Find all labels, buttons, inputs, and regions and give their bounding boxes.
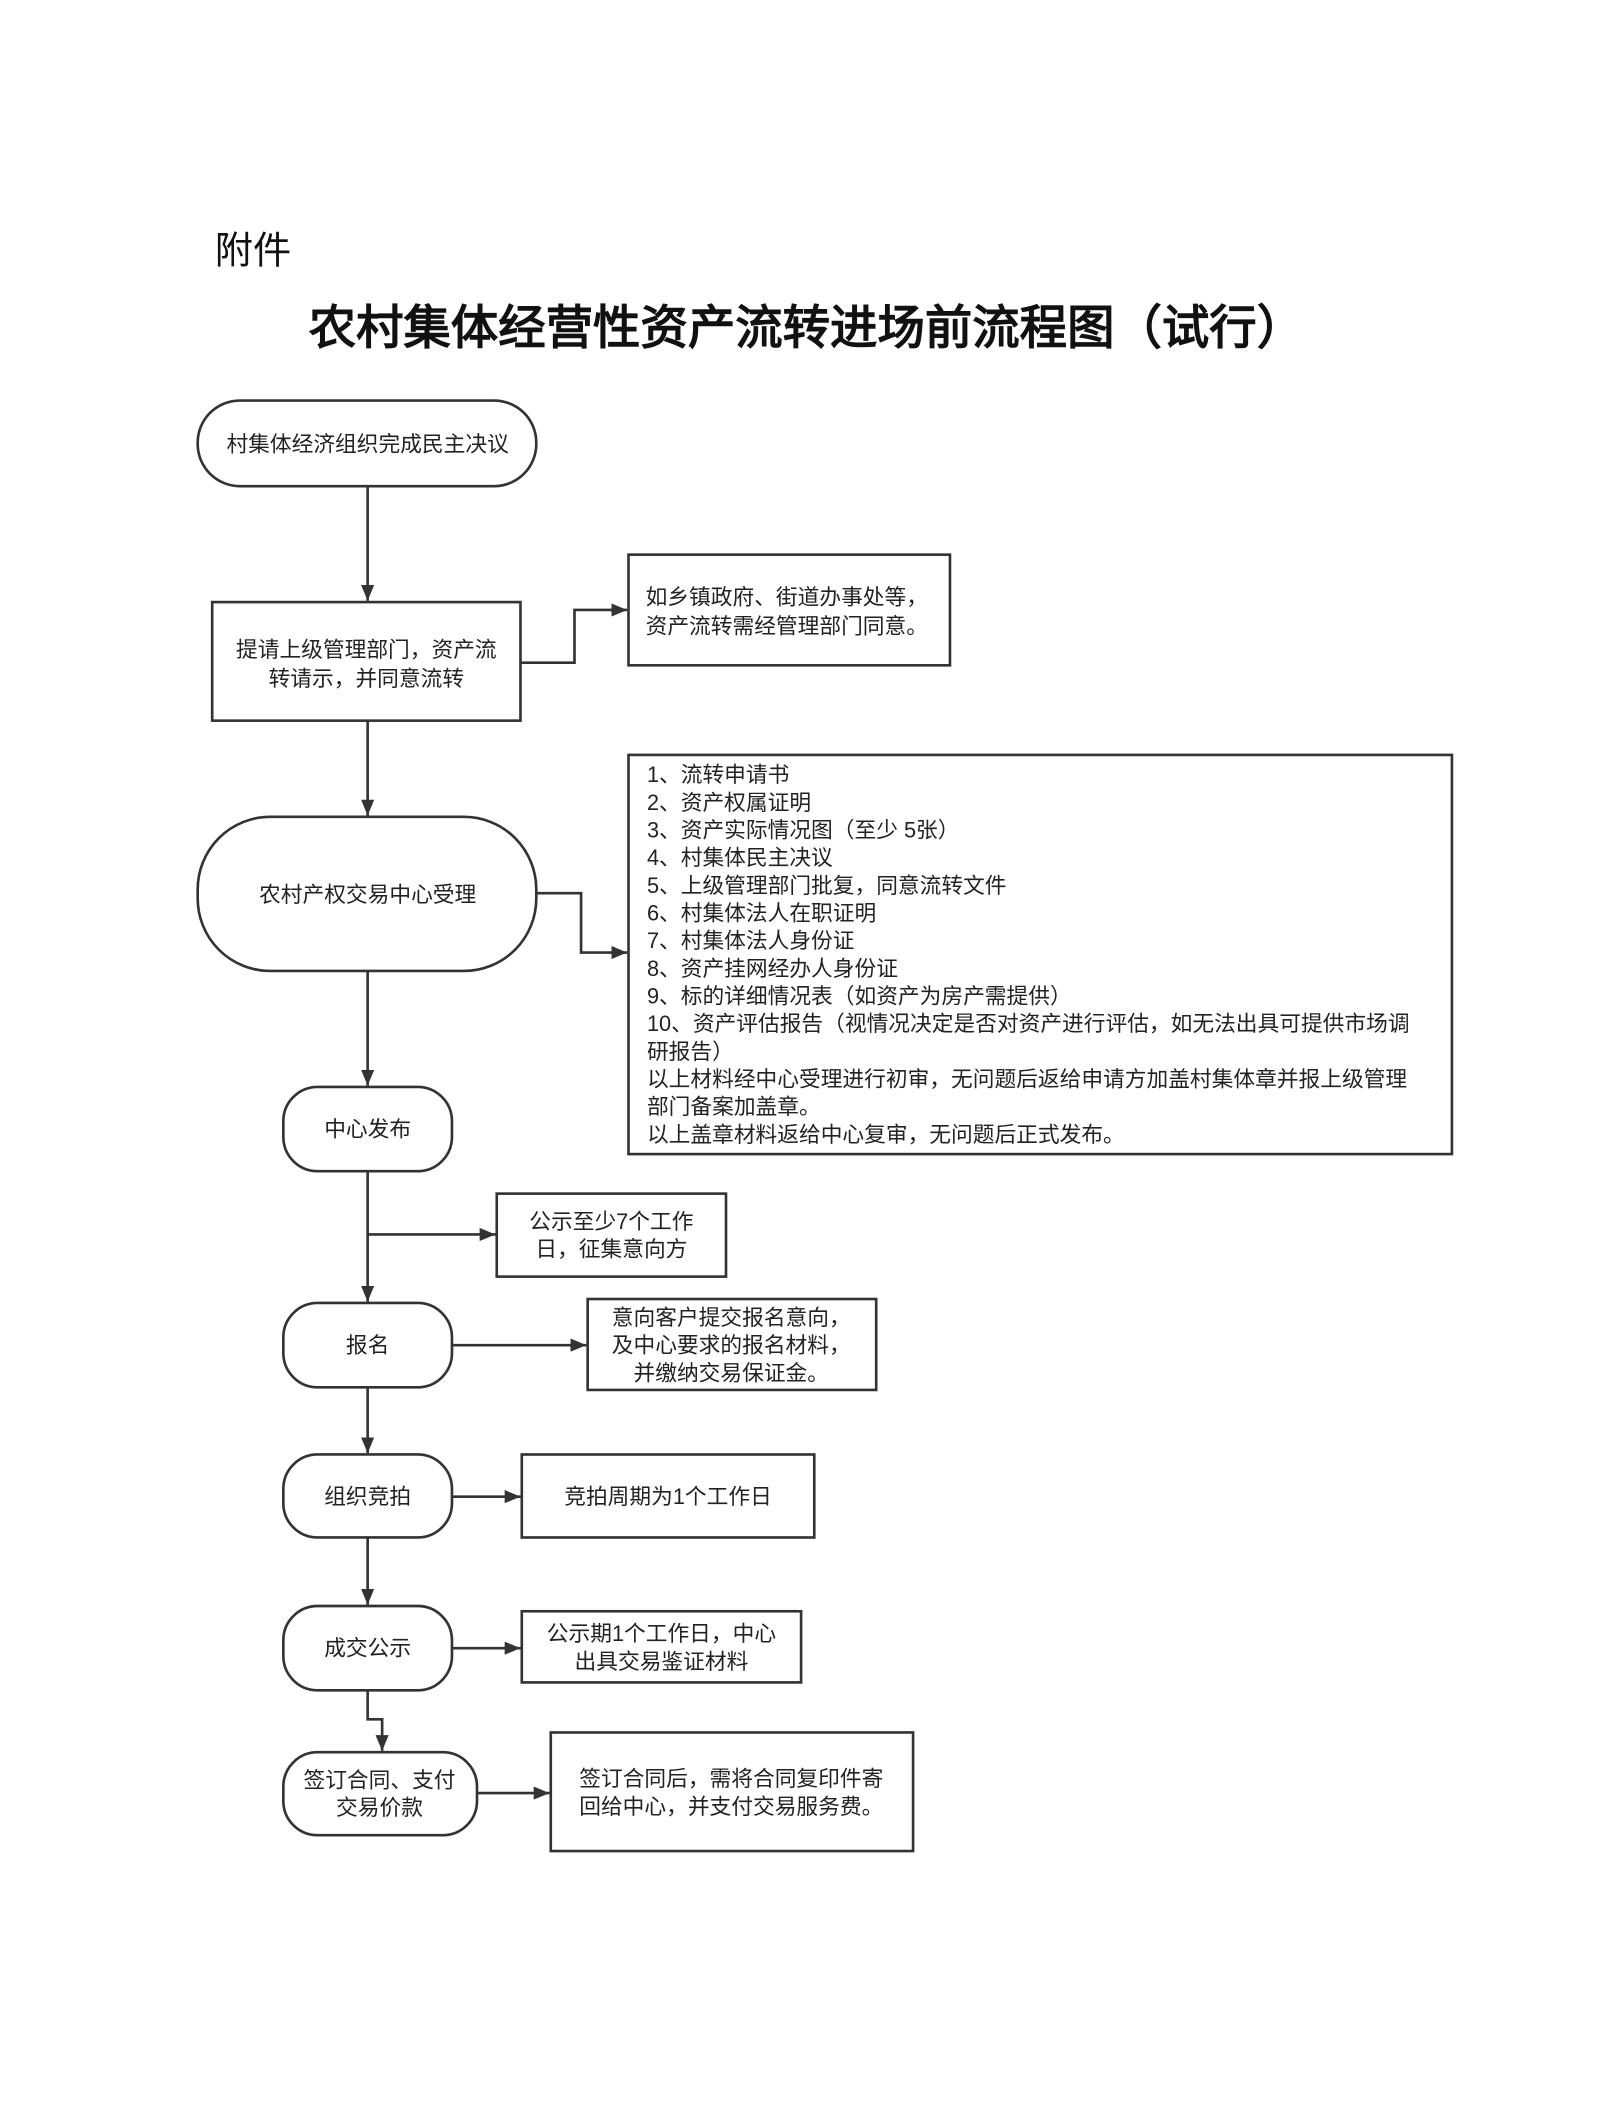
step-label: 成交公示	[324, 1636, 411, 1661]
terminal-shape	[196, 399, 538, 488]
note-label: 公示期1个工作日，中心	[547, 1621, 776, 1646]
material-note: 部门备案加盖章。	[647, 1094, 821, 1119]
step-label: 报名	[346, 1333, 389, 1358]
flow-connectors	[361, 486, 628, 1800]
step-label: 中心发布	[324, 1117, 411, 1142]
step-contract-payment: 签订合同、支付 交易价款	[282, 1750, 479, 1837]
terminal-shape	[196, 815, 538, 973]
process-shape	[210, 600, 522, 722]
flow-arrow	[536, 891, 628, 960]
note-label: 公示至少7个工作	[529, 1209, 693, 1234]
flow-arrow	[366, 1690, 389, 1751]
material-item: 2、资产权属证明	[647, 790, 811, 815]
note-shape	[549, 1731, 915, 1853]
material-item: 10、资产评估报告（视情况决定是否对资产进行评估，如无法出具可提供市场调	[647, 1011, 1410, 1036]
step-label: 农村产权交易中心受理	[259, 882, 476, 907]
note-deal-publicity-detail: 公示期1个工作日，中心 出具交易鉴证材料	[520, 1609, 803, 1684]
terminal-shape	[282, 1301, 454, 1389]
step-label: 组织竞拍	[324, 1484, 411, 1509]
note-label: 意向客户提交报名意向，	[612, 1305, 851, 1330]
step-village-resolution: 村集体经济组织完成民主决议	[196, 399, 538, 488]
note-label: 出具交易鉴证材料	[575, 1649, 749, 1674]
step-label: 交易价款	[336, 1795, 423, 1820]
terminal-shape	[282, 1750, 479, 1837]
note-label: 竞拍周期为1个工作日	[564, 1484, 772, 1509]
step-center-publish: 中心发布	[282, 1085, 454, 1173]
step-label: 提请上级管理部门，资产流	[236, 637, 497, 662]
note-shape	[520, 1609, 803, 1684]
step-label: 转请示，并同意流转	[269, 666, 464, 691]
note-shape	[520, 1453, 816, 1539]
material-item: 5、上级管理部门批复，同意流转文件	[647, 873, 1007, 898]
material-item: 7、村集体法人身份证	[647, 928, 855, 953]
note-publicity-period: 公示至少7个工作 日，征集意向方	[495, 1192, 728, 1278]
flow-arrow	[520, 603, 628, 665]
material-item: 3、资产实际情况图（至少 5张）	[647, 818, 960, 843]
material-item: 6、村集体法人在职证明	[647, 901, 876, 926]
note-shape	[627, 553, 952, 667]
material-item: 8、资产挂网经办人身份证	[647, 956, 898, 981]
material-note: 以上材料经中心受理进行初审，无问题后返给申请方加盖村集体章并报上级管理	[647, 1067, 1407, 1092]
step-label: 签订合同、支付	[303, 1767, 455, 1792]
note-contract-detail: 签订合同后，需将合同复印件寄 回给中心，并支付交易服务费。	[549, 1731, 915, 1853]
attachment-label: 附件	[215, 229, 291, 272]
terminal-shape	[282, 1604, 454, 1692]
note-auction-period: 竞拍周期为1个工作日	[520, 1453, 816, 1539]
step-superior-approval: 提请上级管理部门，资产流 转请示，并同意流转	[210, 600, 522, 722]
material-item: 1、流转申请书	[647, 762, 789, 787]
note-superior-examples: 如乡镇政府、街道办事处等， 资产流转需经管理部门同意。	[627, 553, 952, 667]
note-label: 资产流转需经管理部门同意。	[646, 613, 928, 638]
note-shape	[627, 753, 1454, 1156]
material-item: 研报告）	[647, 1039, 734, 1064]
note-shape	[586, 1297, 878, 1392]
material-item: 4、村集体民主决议	[647, 845, 833, 870]
terminal-shape	[282, 1085, 454, 1173]
step-auction: 组织竞拍	[282, 1453, 454, 1539]
note-label: 回给中心，并支付交易服务费。	[579, 1794, 883, 1819]
note-label: 并缴纳交易保证金。	[634, 1360, 829, 1385]
step-center-acceptance: 农村产权交易中心受理	[196, 815, 538, 973]
material-note: 以上盖章材料返给中心复审，无问题后正式发布。	[647, 1122, 1125, 1147]
material-item: 9、标的详细情况表（如资产为房产需提供）	[647, 984, 1072, 1009]
step-registration: 报名	[282, 1301, 454, 1389]
note-label: 及中心要求的报名材料，	[612, 1333, 851, 1358]
note-label: 日，征集意向方	[535, 1236, 687, 1261]
note-shape	[495, 1192, 728, 1278]
note-materials-list: 1、流转申请书 2、资产权属证明 3、资产实际情况图（至少 5张） 4、村集体民…	[627, 753, 1454, 1156]
page-title: 农村集体经营性资产流转进场前流程图（试行）	[309, 302, 1305, 355]
note-registration-detail: 意向客户提交报名意向， 及中心要求的报名材料， 并缴纳交易保证金。	[586, 1297, 878, 1392]
step-label: 村集体经济组织完成民主决议	[226, 431, 509, 456]
step-deal-publicity: 成交公示	[282, 1604, 454, 1692]
note-label: 签订合同后，需将合同复印件寄	[579, 1766, 883, 1791]
note-label: 如乡镇政府、街道办事处等，	[646, 584, 928, 609]
terminal-shape	[282, 1453, 454, 1539]
